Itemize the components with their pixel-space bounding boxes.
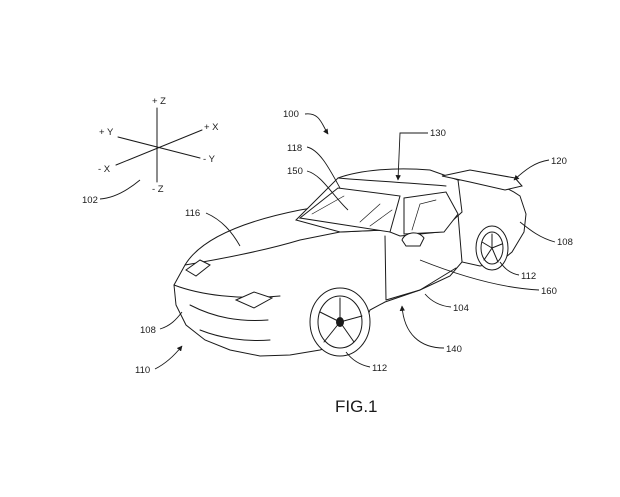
ref-108-front: 108	[140, 325, 156, 336]
ref-118: 118	[287, 143, 302, 154]
ref-116: 116	[185, 208, 200, 219]
front-wheel	[309, 287, 371, 357]
plus-y-label: + Y	[99, 127, 114, 138]
leader-112-rear	[499, 261, 520, 276]
left-headlight	[185, 259, 211, 277]
leader-116	[205, 212, 241, 247]
leader-108-rear	[519, 221, 556, 243]
leader-118	[306, 146, 341, 189]
leader-110	[154, 345, 183, 370]
minus-x-label: - X	[98, 164, 111, 175]
x-axis-line	[115, 129, 203, 166]
windshield-reflection	[311, 195, 393, 227]
right-headlight	[234, 291, 274, 309]
leader-102	[99, 179, 141, 200]
ref-130: 130	[430, 128, 446, 139]
leader-108-front	[159, 311, 183, 330]
ref-104: 104	[453, 303, 469, 314]
ref-112-rear: 112	[521, 271, 536, 282]
windshield	[298, 187, 401, 233]
ref-160: 160	[541, 286, 557, 297]
vehicle-drawing	[173, 168, 527, 357]
leader-100	[304, 113, 329, 135]
bumper-line	[189, 304, 269, 321]
reference-numerals: 100 102 130 118 150 120 116 108 112 160 …	[82, 109, 573, 416]
minus-y-label: - Y	[203, 154, 216, 165]
ref-140: 140	[446, 344, 462, 355]
coordinate-axes: + Z - Z + Y - Y + X - X	[98, 96, 219, 195]
ref-112-front: 112	[372, 363, 387, 374]
ref-102: 102	[82, 195, 98, 206]
side-mirror	[401, 232, 425, 247]
side-window	[403, 191, 459, 235]
leader-104	[424, 293, 452, 308]
minus-z-label: - Z	[152, 184, 164, 195]
rear-spoiler	[441, 169, 523, 191]
ref-100: 100	[283, 109, 299, 120]
door-outline	[384, 235, 457, 301]
leader-130	[395, 132, 428, 181]
figure-caption: FIG.1	[335, 397, 378, 416]
roof-front-edge	[337, 177, 447, 187]
lower-bumper-line	[199, 329, 271, 341]
leader-112-front	[345, 351, 371, 368]
seat-outline	[411, 199, 437, 231]
ref-120: 120	[551, 156, 567, 167]
plus-x-label: + X	[204, 122, 219, 133]
leader-120	[513, 159, 550, 181]
ref-150: 150	[287, 166, 303, 177]
leader-140	[399, 305, 445, 349]
plus-z-label: + Z	[152, 96, 166, 107]
leader-160	[419, 259, 540, 291]
ref-108-rear: 108	[557, 237, 573, 248]
ref-110: 110	[135, 365, 150, 376]
rear-wheel	[475, 225, 509, 271]
leader-150	[306, 170, 349, 211]
